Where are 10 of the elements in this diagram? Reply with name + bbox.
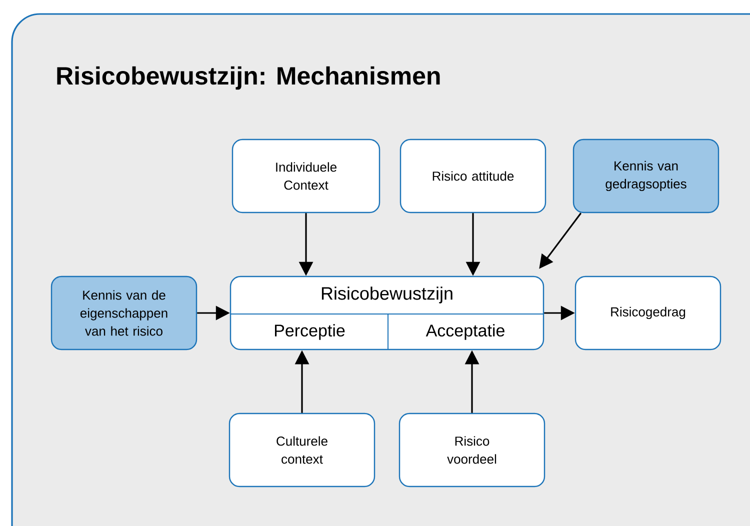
cell-label: Perceptie xyxy=(275,324,345,340)
factor-box: Individuele Context xyxy=(232,138,380,214)
title: Risicobewustzijn: Mechanismen xyxy=(57,66,440,90)
cell-label: Acceptatie xyxy=(426,324,504,340)
factor-box: Risicogedrag xyxy=(574,276,722,350)
factor-box: Risico voordeel xyxy=(398,412,546,488)
factor-box: Kennis van de eigenschappen van het risico xyxy=(50,276,198,350)
factor-box: Risico attitude xyxy=(400,138,546,214)
factor-box: Culturele context xyxy=(228,412,376,488)
factor-box: Kennis van gedragsopties xyxy=(572,138,720,214)
